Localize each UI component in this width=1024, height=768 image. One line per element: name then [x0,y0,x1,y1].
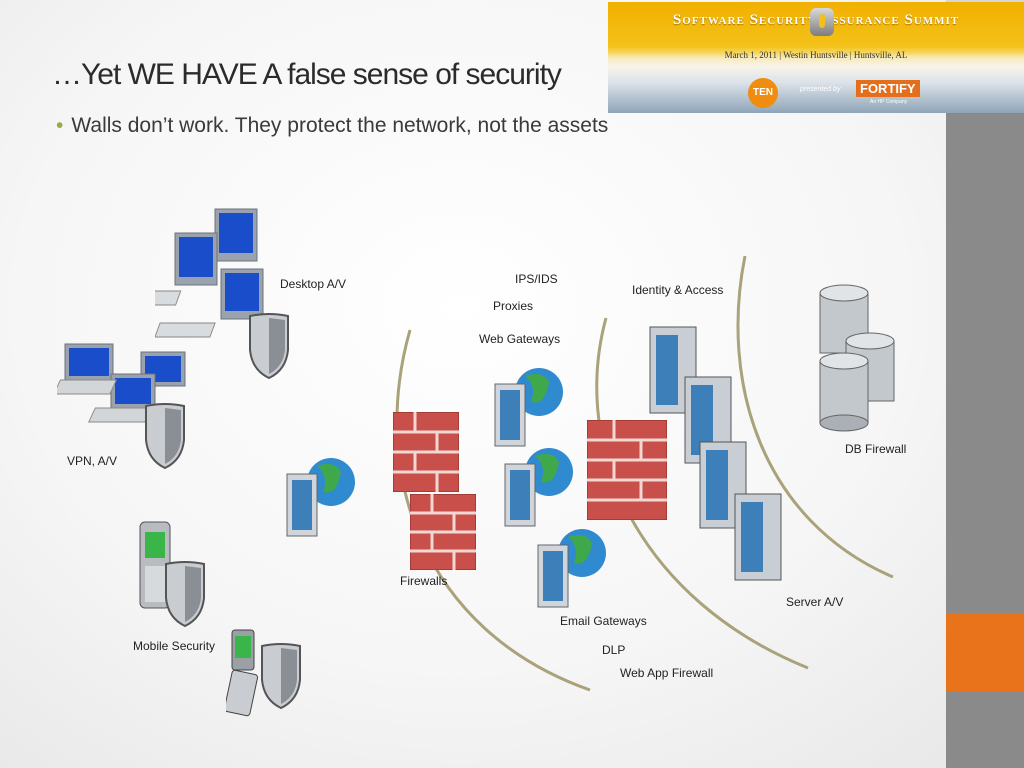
label-desktop-av: Desktop A/V [280,277,347,291]
vpn-shield-icon [144,402,186,470]
rack-server-icon-4 [733,492,785,584]
presented-by-text: presented by [800,86,841,93]
firewall-brick-icon-3 [586,419,668,521]
firewall-brick-icon-1 [392,411,460,493]
ten-logo: TEN [748,78,778,108]
flip-phone-icon [223,628,262,718]
desktop-computers-icon [119,205,265,355]
right-sidebar-decoration [946,0,1024,768]
fortify-logo-sub: An HP Company [870,99,908,105]
flip-phone-shield-icon [260,642,302,710]
slide-title: …Yet WE HAVE A false sense of security [52,58,562,91]
label-vpn-av: VPN, A/V [67,454,118,468]
bullet-dot-icon: • [56,114,64,137]
web-server-globe-icon [285,452,357,540]
label-ips-ids: IPS/IDS [515,272,558,286]
laptops-icon [53,340,187,445]
keyhole-logo-icon [810,8,834,36]
fortify-logo: FORTIFY [856,80,920,97]
label-db-firewall: DB Firewall [845,442,907,456]
label-server-av: Server A/V [786,595,844,609]
firewall-brick-icon-2 [409,493,477,571]
event-banner: Software Security Assurance Summit March… [608,2,1024,113]
label-firewalls: Firewalls [400,574,448,588]
database-icon [816,283,900,433]
label-web-app-firewall: Web App Firewall [620,666,714,680]
mobile-phone-icon [138,520,174,612]
mobile-shield-icon [164,560,206,628]
bullet-text: Walls don’t work. They protect the netwo… [71,114,609,137]
label-web-gateways: Web Gateways [479,332,561,346]
proxy-server-globe-icon [493,362,565,450]
banner-subtitle: March 1, 2011 | Westin Huntsville | Hunt… [724,50,908,60]
email-server-globe-icon [536,523,608,611]
label-dlp: DLP [602,643,626,657]
label-mobile-security: Mobile Security [133,639,216,653]
inner-arc [736,255,894,579]
gateway-server-globe-icon [503,442,575,530]
label-proxies: Proxies [493,299,534,313]
sidebar-orange-block [946,613,1024,692]
bullet-point: • Walls don’t work. They protect the netw… [56,114,608,138]
label-identity-access: Identity & Access [632,283,724,297]
desktop-shield-icon [248,312,290,380]
label-email-gateways: Email Gateways [560,614,647,628]
